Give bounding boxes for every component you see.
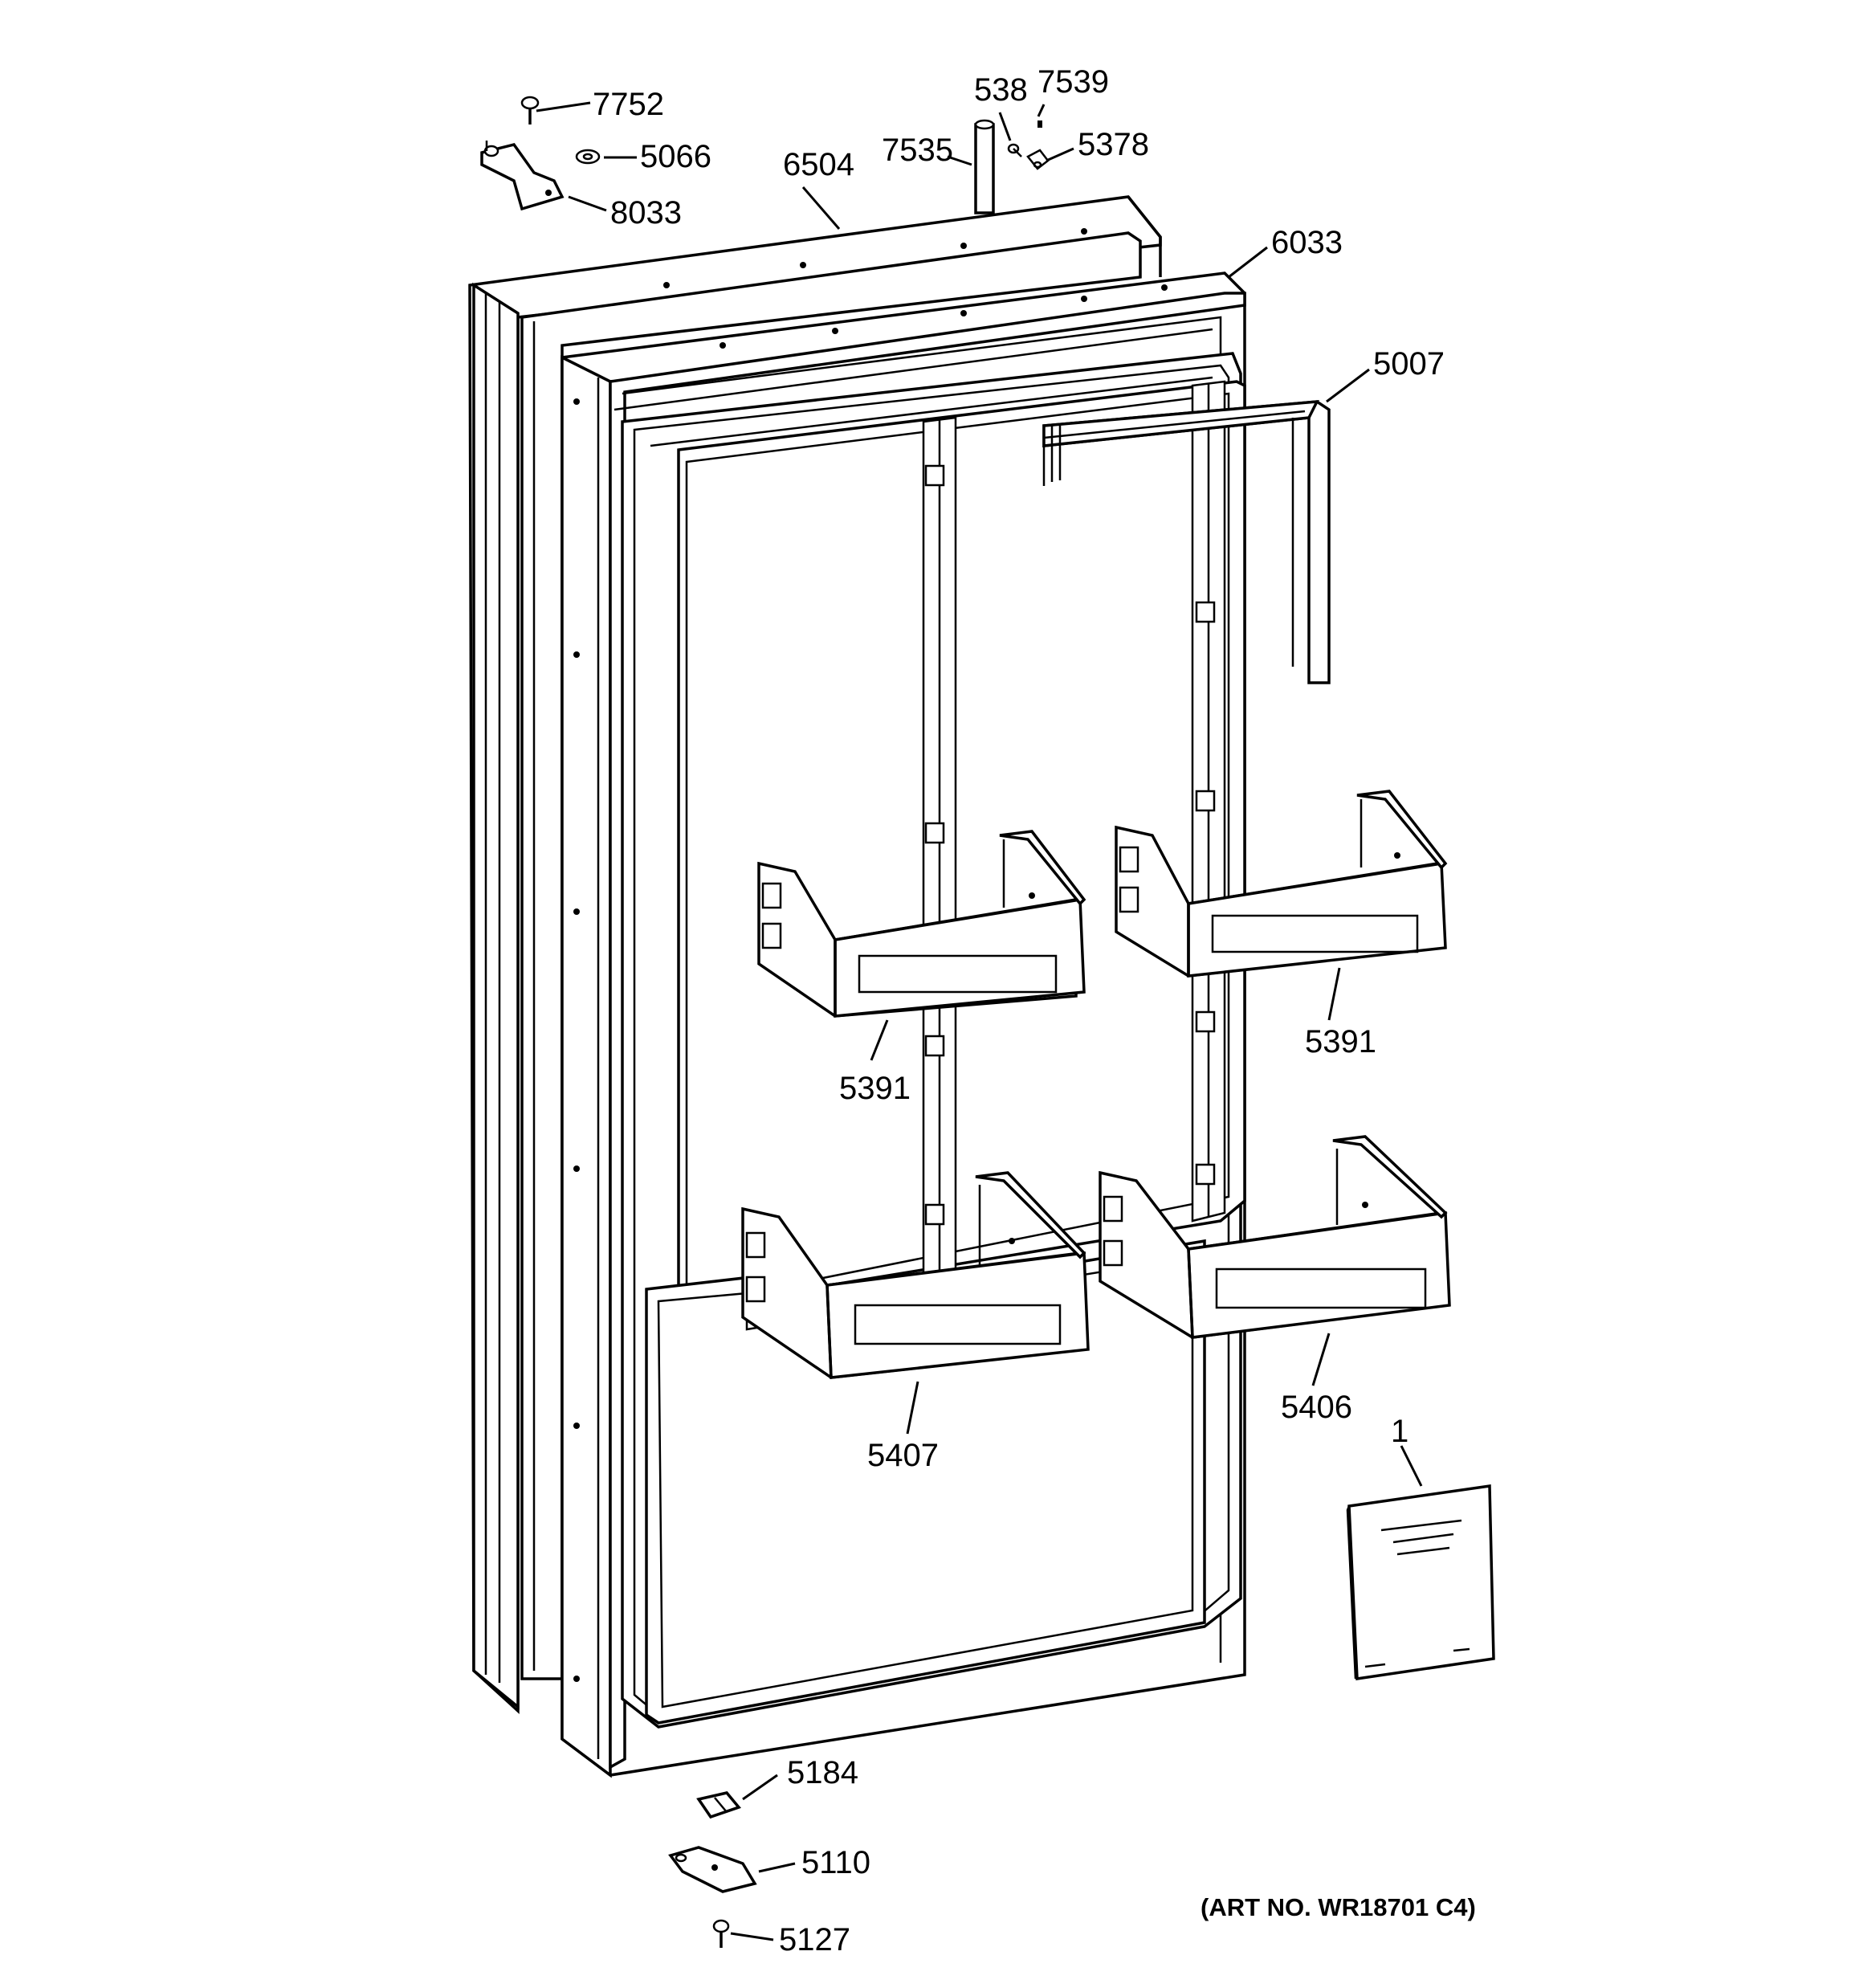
label-7752: 7752 (593, 87, 664, 122)
label-6033: 6033 (1271, 225, 1343, 260)
liner-holes (573, 284, 1168, 1682)
door-cap-trim (1042, 399, 1331, 684)
label-5378: 5378 (1078, 127, 1149, 162)
outer-panel-top-holes (663, 228, 1087, 288)
door-bin-5391-right (1115, 790, 1448, 978)
label-6504: 6504 (783, 147, 854, 182)
bracket-5184-icon (696, 1791, 741, 1819)
washer-5066-icon (575, 149, 601, 165)
hinge-8033-icon (480, 141, 565, 211)
label-5066: 5066 (640, 139, 711, 174)
label-5007: 5007 (1373, 346, 1445, 382)
door-bin-5407 (741, 1171, 1090, 1379)
art-number: (ART NO. WR18701 C4) (1201, 1893, 1476, 1921)
hinge-5110-icon (668, 1846, 757, 1893)
inner-upper-panel (677, 380, 1246, 1311)
hinge-pin-7535-icon (974, 119, 995, 214)
leader-lines (536, 101, 1423, 1941)
door-bin-5406 (1099, 1135, 1451, 1339)
label-5406: 5406 (1281, 1390, 1352, 1425)
part-labels: 7752 5066 8033 6504 7535 538 7539 5378 6… (593, 64, 1476, 1957)
label-7539: 7539 (1037, 64, 1109, 100)
label-5127: 5127 (779, 1922, 850, 1957)
cam-5378-icon (1026, 149, 1050, 170)
label-7535: 7535 (882, 133, 953, 168)
label-1: 1 (1391, 1414, 1408, 1449)
manual-booklet-icon (1346, 1484, 1495, 1681)
label-5391-right: 5391 (1305, 1024, 1376, 1059)
door-bin-5391-left (757, 830, 1086, 1018)
label-8033: 8033 (610, 195, 682, 231)
label-5407: 5407 (867, 1438, 939, 1473)
label-5110: 5110 (801, 1845, 870, 1880)
rail-clips (924, 464, 1216, 1226)
label-5391-left: 5391 (839, 1071, 911, 1106)
nut-7539-icon (1037, 120, 1042, 128)
screw-5127-icon (712, 1919, 730, 1948)
label-5184: 5184 (787, 1755, 858, 1790)
screw-7752-icon (520, 96, 540, 125)
screw-538-icon (1007, 143, 1022, 157)
door-outer-panel (468, 195, 1162, 1714)
label-538: 538 (974, 72, 1028, 108)
